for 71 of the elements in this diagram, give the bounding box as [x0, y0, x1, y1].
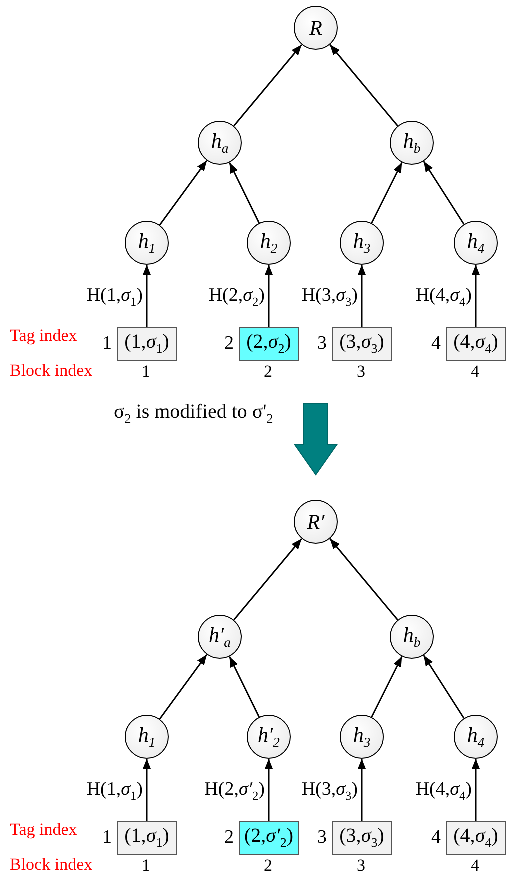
row-heading: Tag index	[10, 821, 78, 838]
arrow	[330, 538, 398, 621]
arrow	[472, 265, 480, 327]
row-heading: Block index	[10, 856, 93, 873]
hash-node-circle: h′$_{2}$	[247, 715, 291, 759]
arrow	[234, 44, 302, 127]
hash-node-circle: h′$_{a}$	[198, 615, 242, 659]
tag-index-number: 3	[318, 334, 327, 353]
arrow	[358, 759, 366, 821]
edge-label: H(4,σ$_{4}$)	[414, 286, 473, 308]
edge-label: H(3,σ$_{3}$)	[300, 286, 359, 308]
data-block-box: (4,σ$_{4}$)	[446, 821, 506, 855]
hash-node-circle: h$_{3}$	[340, 715, 384, 759]
hash-node-circle: R	[294, 6, 338, 50]
arrow	[142, 265, 152, 327]
row-heading: Tag index	[10, 327, 78, 344]
tag-index-number: 1	[102, 334, 112, 353]
block-index-number: 2	[264, 857, 272, 874]
arrow	[159, 160, 208, 226]
block-index-number: 4	[471, 857, 480, 874]
tag-index-number: 4	[432, 334, 441, 353]
arrow	[234, 538, 302, 621]
data-block-box: (3,σ$_{3}$)	[332, 821, 392, 855]
block-index-number: 4	[471, 363, 480, 380]
arrow	[423, 161, 465, 225]
hash-node-circle: h$_{4}$	[454, 715, 498, 759]
tag-index-number: 1	[102, 828, 112, 847]
data-block-box: (1,σ$_{1}$)	[117, 821, 177, 855]
row-heading: Block index	[10, 362, 93, 379]
hash-node-circle: R′	[294, 500, 338, 544]
hash-node-circle: h$_{2}$	[247, 221, 291, 265]
hash-node-circle: h$_{4}$	[454, 221, 498, 265]
data-block-box: (2,σ′$_{2}$)	[239, 821, 299, 855]
arrow	[472, 759, 480, 821]
arrow	[229, 162, 260, 224]
tag-index-number: 2	[224, 828, 234, 847]
arrow	[229, 656, 260, 718]
arrow	[264, 265, 274, 327]
hash-node-circle: h$_{a}$	[198, 121, 242, 165]
data-block-box: (1,σ$_{1}$)	[117, 327, 177, 361]
hash-node-circle: h$_{3}$	[340, 221, 384, 265]
edge-label: H(4,σ$_{4}$)	[414, 780, 473, 802]
arrow	[358, 265, 366, 327]
edge-label: H(3,σ$_{3}$)	[300, 780, 359, 802]
tag-index-number: 3	[318, 828, 327, 847]
arrow	[142, 759, 152, 821]
block-index-number: 1	[142, 363, 150, 380]
hash-node-circle: h$_{1}$	[125, 715, 169, 759]
hash-node-circle: h$_{b}$	[390, 121, 434, 165]
hash-node-circle: h$_{b}$	[390, 615, 434, 659]
arrow	[371, 656, 403, 718]
edge-label: H(2,σ$_{2}$)	[208, 286, 266, 308]
arrow	[371, 162, 403, 224]
edge-label: H(2,σ′$_{2}$)	[204, 780, 266, 802]
block-index-number: 2	[264, 363, 272, 380]
edge-label: H(1,σ$_{1}$)	[86, 286, 144, 308]
block-index-number: 3	[357, 363, 366, 380]
block-index-number: 1	[142, 857, 150, 874]
arrow	[264, 759, 274, 821]
modification-note: σ$_{2}$ is modified to σ'$_{2}$	[114, 402, 274, 425]
block-index-number: 3	[357, 857, 366, 874]
edge-label: H(1,σ$_{1}$)	[86, 780, 144, 802]
data-block-box: (4,σ$_{4}$)	[446, 327, 506, 361]
hash-node-circle: h$_{1}$	[125, 221, 169, 265]
data-block-box: (2,σ$_{2}$)	[239, 327, 299, 361]
arrow	[423, 655, 465, 719]
tag-index-number: 4	[432, 828, 441, 847]
arrow	[159, 654, 208, 720]
data-block-box: (3,σ$_{3}$)	[332, 327, 392, 361]
arrow	[330, 44, 398, 127]
tag-index-number: 2	[224, 334, 234, 353]
